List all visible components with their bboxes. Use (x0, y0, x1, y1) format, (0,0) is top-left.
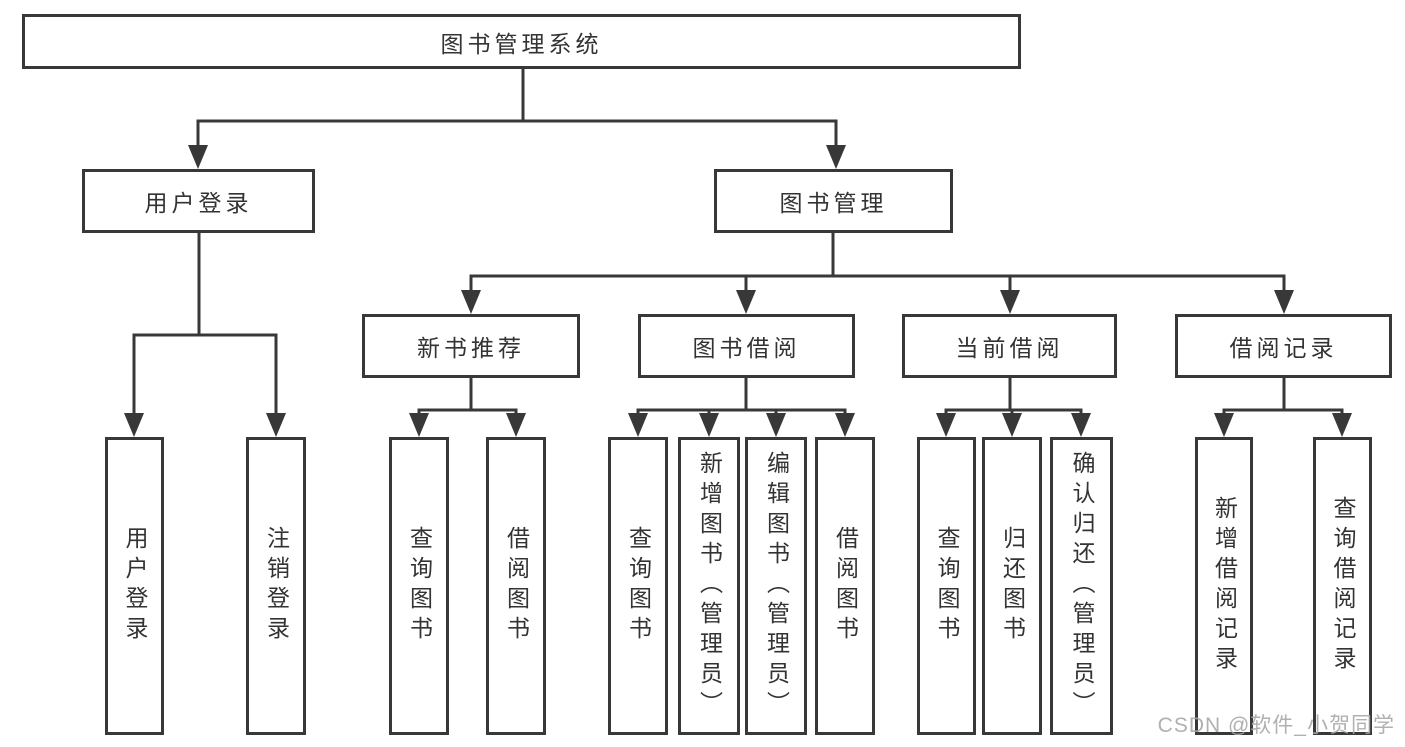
leaf-logout: 注销登录 (246, 437, 306, 735)
node-current-borrow: 当前借阅 (902, 314, 1117, 378)
leaf-query-books-3: 查询图书 (917, 437, 976, 735)
node-label: 图书管理系统 (440, 30, 603, 57)
node-label: 新书推荐 (417, 335, 525, 361)
node-book-mgmt: 图书管理 (714, 169, 953, 233)
node-new-book-rec: 新书推荐 (362, 314, 580, 378)
node-library-system: 图书管理系统 (22, 14, 1021, 69)
node-label: 新增借阅记录 (1211, 496, 1238, 676)
node-label: 注销登录 (263, 526, 290, 646)
node-label: 借阅图书 (832, 526, 859, 646)
node-label: 借阅图书 (503, 526, 530, 646)
node-user-login: 用户登录 (82, 169, 315, 233)
node-label: 图书借阅 (692, 335, 801, 361)
connector-borrow-records-split (1214, 378, 1352, 437)
leaf-confirm-return-admin: 确认归还（管理员） (1050, 437, 1113, 735)
node-label: 确认归还（管理员） (1069, 451, 1095, 721)
leaf-add-book-admin: 新增图书（管理员） (678, 437, 740, 735)
leaf-return-books: 归还图书 (982, 437, 1042, 735)
node-label: 查询图书 (406, 526, 433, 646)
node-borrow-records: 借阅记录 (1175, 314, 1392, 378)
leaf-edit-book-admin: 编辑图书（管理员） (745, 437, 807, 735)
leaf-borrow-books-1: 借阅图书 (486, 437, 546, 735)
connector-current-borrow-split (936, 378, 1091, 437)
node-label: 用户登录 (144, 190, 253, 216)
connector-new-book-rec-split (409, 378, 526, 437)
node-label: 查询借阅记录 (1330, 496, 1356, 676)
node-label: 查询图书 (934, 526, 960, 646)
connector-book-borrow-split (628, 378, 855, 437)
node-label: 当前借阅 (955, 335, 1064, 361)
node-book-borrow: 图书借阅 (638, 314, 855, 378)
node-label: 新增图书（管理员） (696, 451, 723, 721)
leaf-query-borrow-record: 查询借阅记录 (1313, 437, 1372, 735)
leaf-query-books-2: 查询图书 (608, 437, 668, 735)
node-label: 查询图书 (625, 526, 652, 646)
node-label: 编辑图书（管理员） (763, 451, 790, 721)
leaf-add-borrow-record: 新增借阅记录 (1195, 437, 1253, 735)
leaf-user-login: 用户登录 (105, 437, 164, 735)
node-label: 用户登录 (122, 526, 148, 646)
leaf-borrow-books-2: 借阅图书 (815, 437, 875, 735)
node-label: 借阅记录 (1229, 335, 1338, 361)
node-label: 归还图书 (999, 526, 1026, 646)
connector-root-split (188, 69, 846, 169)
leaf-query-books-1: 查询图书 (389, 437, 449, 735)
node-label: 图书管理 (779, 190, 888, 216)
connector-book-mgmt-split (461, 233, 1294, 314)
connector-user-login-split (124, 233, 286, 437)
